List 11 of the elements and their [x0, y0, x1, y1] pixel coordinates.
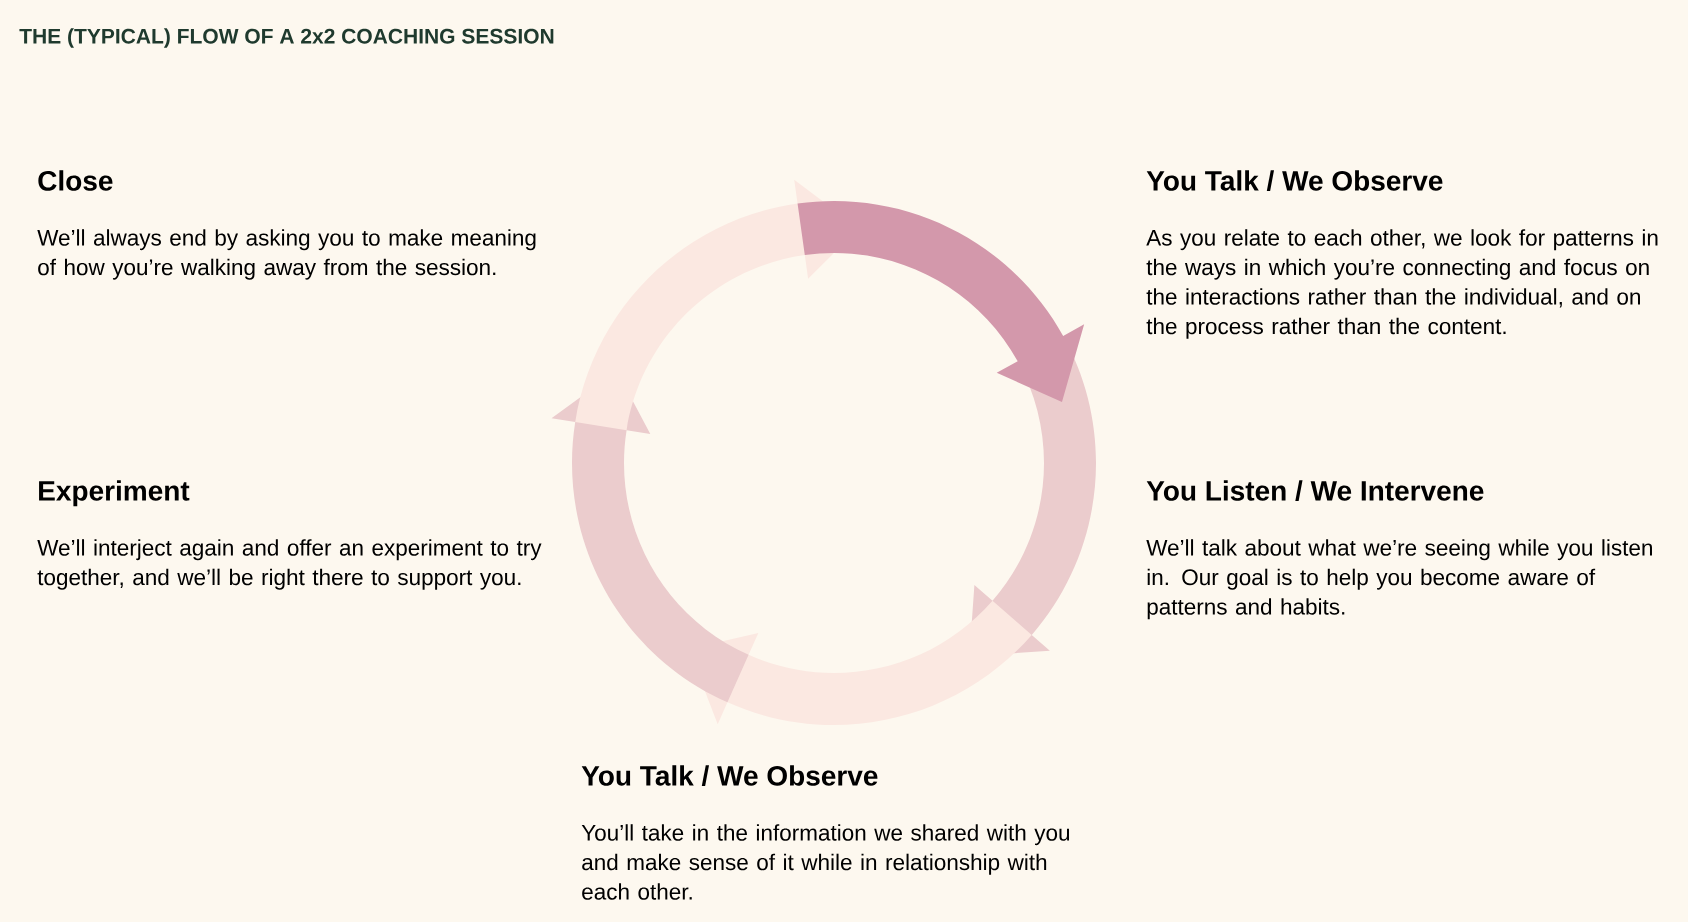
- description: As you relate to each other, we look for patterns in the ways in which you’re connecting and focus on the interactions rather than the individual, and on the process rather than the content.: [1146, 229, 1658, 339]
- title: THE (TYPICAL) FLOW OF A 2x2 COACHING SESSION: [19, 28, 554, 48]
- description: We’ll interject again and offer an experiment to try together, and we’ll be right there to support you.: [37, 539, 542, 590]
- heading: You Talk / We Observe: [1146, 170, 1443, 192]
- description: We’ll always end by asking you to make meaning of how you’re walking away from the session.: [37, 229, 536, 280]
- description: You’ll take in the information we shared with you and make sense of it while in relationship with each other.: [581, 824, 1070, 900]
- heading: Experiment: [39, 480, 190, 507]
- heading: Close: [38, 170, 113, 191]
- heading: You Talk / We Observe: [581, 765, 878, 787]
- description: We’ll talk about what we’re seeing while you listen in. Our goal is to help you become aware of patterns and habits.: [1146, 539, 1652, 620]
- heading: You Listen / We Intervene: [1146, 480, 1484, 502]
